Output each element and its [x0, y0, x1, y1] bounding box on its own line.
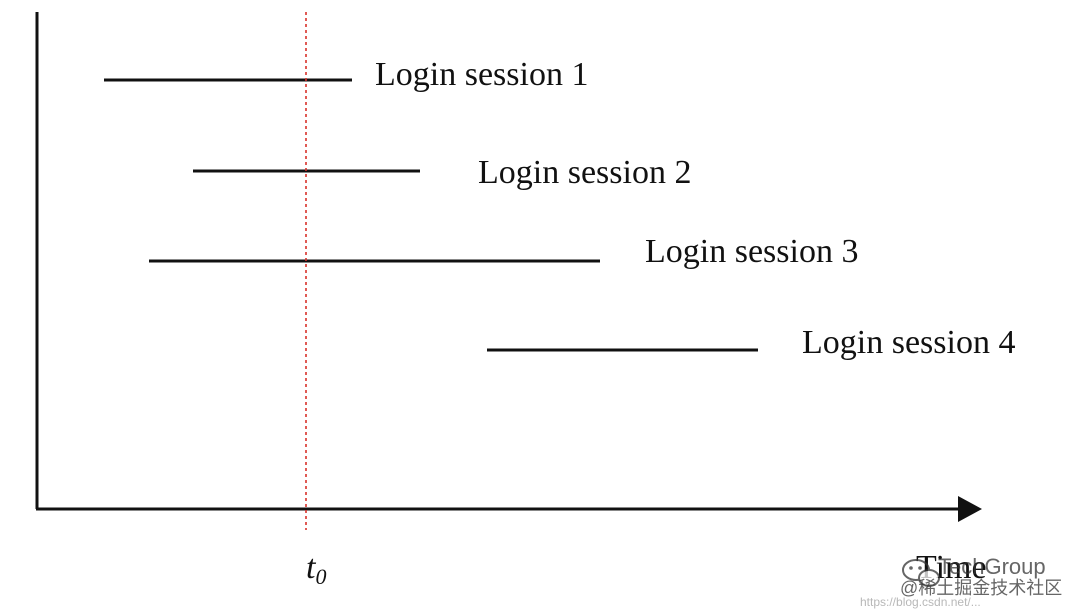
session-3-label: Login session 3	[645, 233, 858, 270]
t0-label-base: t	[306, 549, 317, 586]
t0-label-sub: 0	[315, 564, 326, 589]
watermark: TechGroup @稀土掘金技术社区 https://blog.csdn.ne…	[860, 554, 1062, 609]
wechat-icon	[902, 559, 940, 587]
watermark-brand: TechGroup	[938, 554, 1046, 579]
session-2-label: Login session 2	[478, 154, 691, 191]
t0-label: t0	[306, 549, 326, 589]
watermark-url: https://blog.csdn.net/...	[860, 595, 981, 609]
x-axis-arrowhead	[958, 496, 982, 522]
session-4-label: Login session 4	[802, 324, 1015, 361]
session-1-label: Login session 1	[375, 56, 588, 93]
watermark-site: @稀土掘金技术社区	[900, 578, 1062, 598]
